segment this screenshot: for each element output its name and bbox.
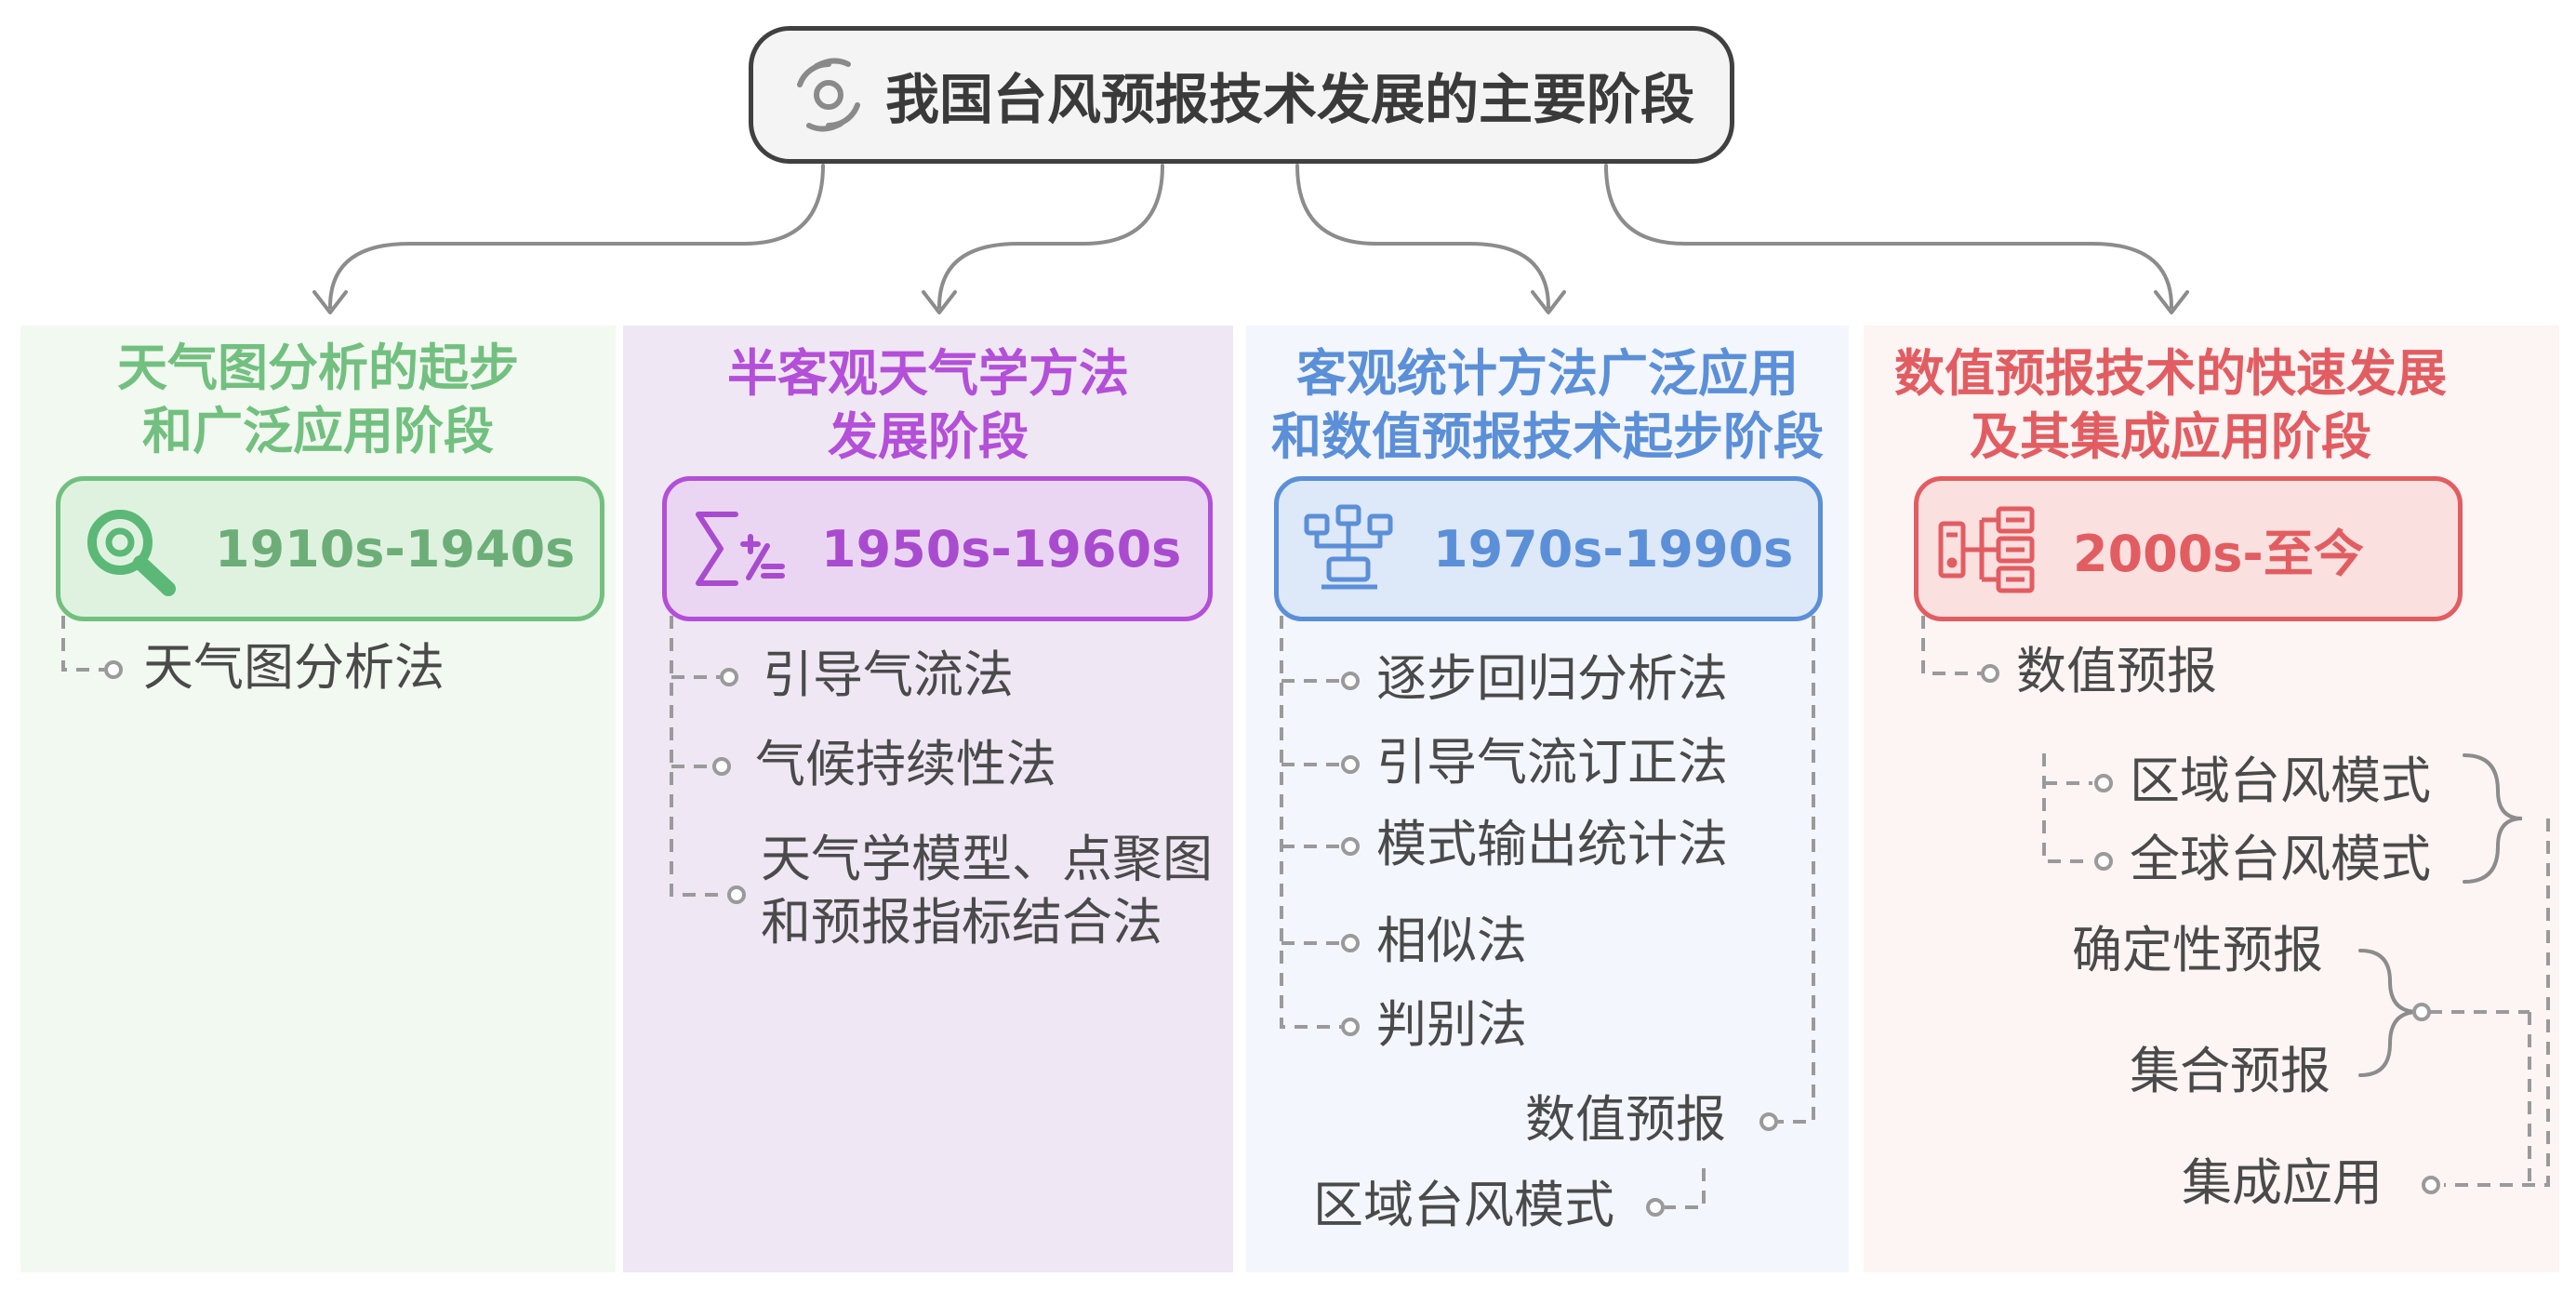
formula-icon — [696, 512, 785, 586]
item-c4-4: 确定性预报 — [2072, 921, 2323, 979]
node-c4-1 — [1981, 664, 1999, 683]
brace-forecast — [2358, 949, 2419, 1077]
magnifier-icon — [87, 510, 176, 596]
period-pill-4: 2000s-至今 — [1914, 476, 2463, 621]
item-c2-1: 引导气流法 — [763, 646, 1014, 704]
node-c4-2 — [2094, 774, 2113, 792]
node-c3-1 — [1341, 672, 1360, 690]
item-c3-6: 数值预报 — [1525, 1090, 1726, 1149]
node-c3-5 — [1341, 1018, 1360, 1036]
connector-to-col4 — [1604, 164, 2173, 309]
node-c1-1 — [104, 660, 123, 679]
item-c4-5: 集合预报 — [2130, 1042, 2330, 1100]
item-c2-2: 气候持续性法 — [755, 735, 1056, 793]
connector-to-col2 — [937, 164, 1164, 309]
node-c2-3 — [727, 885, 746, 904]
dash-col4-sub — [2042, 753, 2092, 863]
node-c3-7 — [1646, 1198, 1665, 1217]
item-c3-7: 区域台风模式 — [1313, 1176, 1614, 1234]
dash-col3-right2 — [1665, 1168, 1706, 1209]
dash-col2-trunk — [670, 616, 727, 897]
dash-col1 — [61, 616, 104, 672]
page-title: 我国台风预报技术发展的主要阶段 — [884, 68, 1694, 131]
item-c4-6: 集成应用 — [2182, 1153, 2383, 1212]
node-c3-6 — [1759, 1112, 1778, 1131]
period-label-2: 1950s-1960s — [821, 519, 1182, 579]
dash-col3-trunk — [1280, 616, 1341, 1029]
item-c3-1: 逐步回归分析法 — [1376, 649, 1728, 708]
item-c3-3: 模式输出统计法 — [1376, 815, 1728, 873]
period-pill-3: 1970s-1990s — [1274, 476, 1823, 621]
period-label-3: 1970s-1990s — [1433, 519, 1794, 579]
column-title-3: 客观统计方法广泛应用 和数值预报技术起步阶段 — [1271, 344, 1824, 466]
node-c4-4 — [2412, 1003, 2431, 1021]
column-title-1: 天气图分析的起步 和广泛应用阶段 — [117, 339, 519, 460]
node-c3-4 — [1341, 934, 1360, 952]
node-c3-3 — [1341, 837, 1360, 856]
brace-models — [2463, 753, 2523, 884]
connector-to-col3 — [1295, 164, 1550, 309]
item-c3-4: 相似法 — [1376, 912, 1527, 970]
node-c2-1 — [720, 668, 738, 686]
node-c4-5 — [2422, 1176, 2440, 1194]
item-c2-3: 天气学模型、点聚图 — [761, 830, 1213, 888]
connector-to-col1 — [328, 164, 825, 309]
item-c4-3: 全球台风模式 — [2130, 830, 2431, 888]
item-c3-2: 引导气流订正法 — [1376, 733, 1728, 792]
column-title-4: 数值预报技术的快速发展 及其集成应用阶段 — [1894, 344, 2447, 466]
node-c3-2 — [1341, 755, 1360, 774]
item-c4-2: 区域台风模式 — [2130, 752, 2431, 810]
title-box: 我国台风预报技术发展的主要阶段 — [749, 26, 1734, 164]
dash-col4-brace1 — [2444, 819, 2550, 1187]
item-c2-4: 和预报指标结合法 — [761, 893, 1162, 952]
computer-network-icon — [1304, 504, 1393, 590]
server-tree-icon — [1938, 506, 2035, 593]
dash-col4-top — [1921, 616, 1981, 675]
period-label-4: 2000s-至今 — [2073, 524, 2364, 583]
arrow-col3 — [1531, 290, 1566, 314]
period-pill-2: 1950s-1960s — [662, 476, 1213, 621]
period-pill-1: 1910s-1940s — [56, 476, 604, 621]
arrow-col4 — [2154, 290, 2189, 314]
arrow-col1 — [312, 290, 348, 314]
column-title-2: 半客观天气学方法 发展阶段 — [727, 344, 1129, 466]
item-c1-1: 天气图分析法 — [143, 638, 445, 697]
dash-col3-right — [1778, 616, 1815, 1124]
period-label-1: 1910s-1940s — [215, 519, 576, 579]
item-c3-5: 判别法 — [1376, 995, 1527, 1054]
item-c4-1: 数值预报 — [2016, 642, 2217, 700]
arrow-col2 — [922, 290, 957, 314]
typhoon-icon — [796, 58, 860, 132]
node-c4-3 — [2094, 852, 2113, 871]
node-c2-2 — [712, 757, 731, 776]
